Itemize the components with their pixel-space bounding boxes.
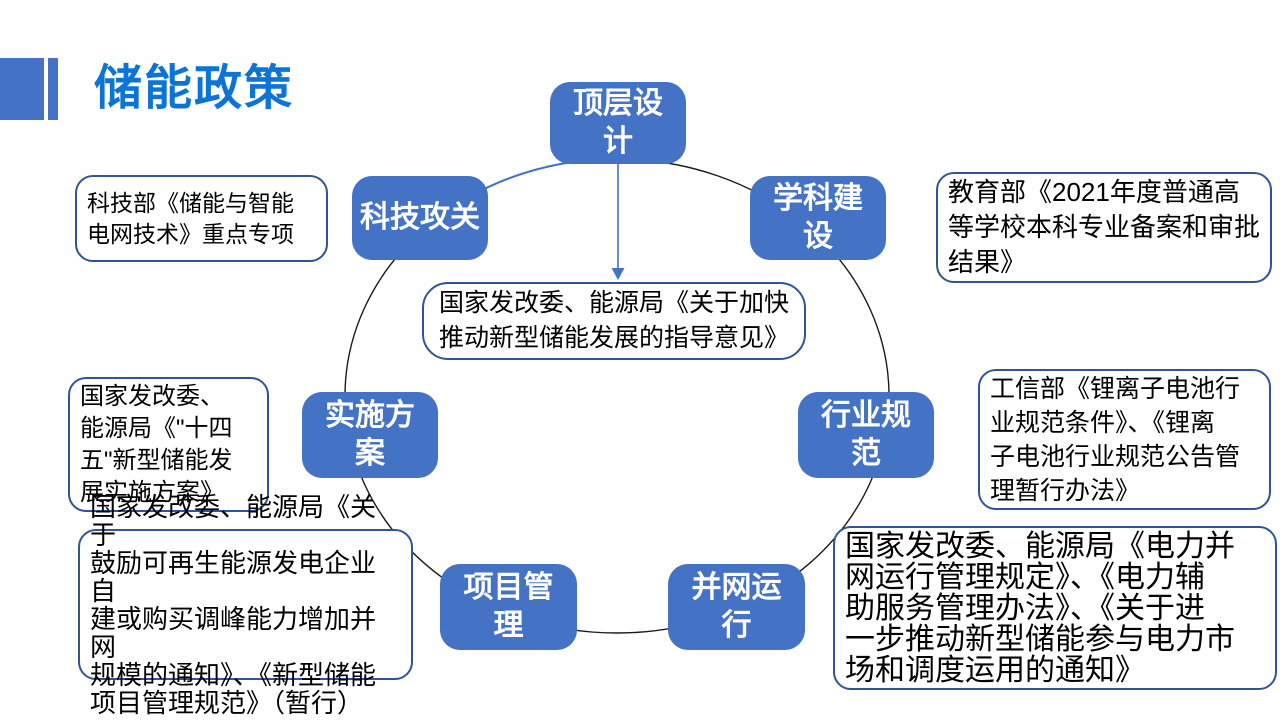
callout-education-ministry: 教育部《2021年度普通高 等学校本科专业备案和审批 结果》 bbox=[936, 172, 1272, 283]
node-industry-standard: 行业规 范 bbox=[798, 392, 934, 478]
callout-implementation-plan: 国家发改委、 能源局《"十四 五"新型储能发 展实施方案》 bbox=[68, 377, 269, 512]
callout-miit-battery: 工信部《锂离子电池行 业规范条件》、《锂离 子电池行业规范公告管 理暂行办法》 bbox=[978, 369, 1271, 510]
callout-grid-operation-rules: 国家发改委、能源局《电力并 网运行管理规定》、《电力辅 助服务管理办法》、《关于… bbox=[833, 526, 1277, 690]
callout-project-regulation: 国家发改委、能源局《关于 鼓励可再生能源发电企业自 建或购买调峰能力增加并网 规… bbox=[78, 493, 413, 717]
callout-tech-ministry: 科技部《储能与智能 电网技术》重点专项 bbox=[75, 175, 328, 262]
title-accent-block bbox=[0, 58, 44, 120]
title-accent-bar bbox=[48, 58, 58, 120]
page-title: 储能政策 bbox=[94, 62, 295, 115]
node-project-management: 项目管 理 bbox=[440, 564, 577, 650]
connector-arrow-head bbox=[611, 268, 625, 280]
node-implementation-plan: 实施方 案 bbox=[302, 392, 438, 478]
center-policy-note: 国家发改委、能源局《关于加快 推动新型储能发展的指导意见》 bbox=[422, 282, 806, 360]
node-top-level-design: 顶层设 计 bbox=[550, 82, 686, 164]
node-discipline-building: 学科建 设 bbox=[750, 176, 886, 260]
node-grid-operation: 并网运 行 bbox=[668, 564, 805, 650]
node-tech-research: 科技攻关 bbox=[352, 176, 488, 260]
